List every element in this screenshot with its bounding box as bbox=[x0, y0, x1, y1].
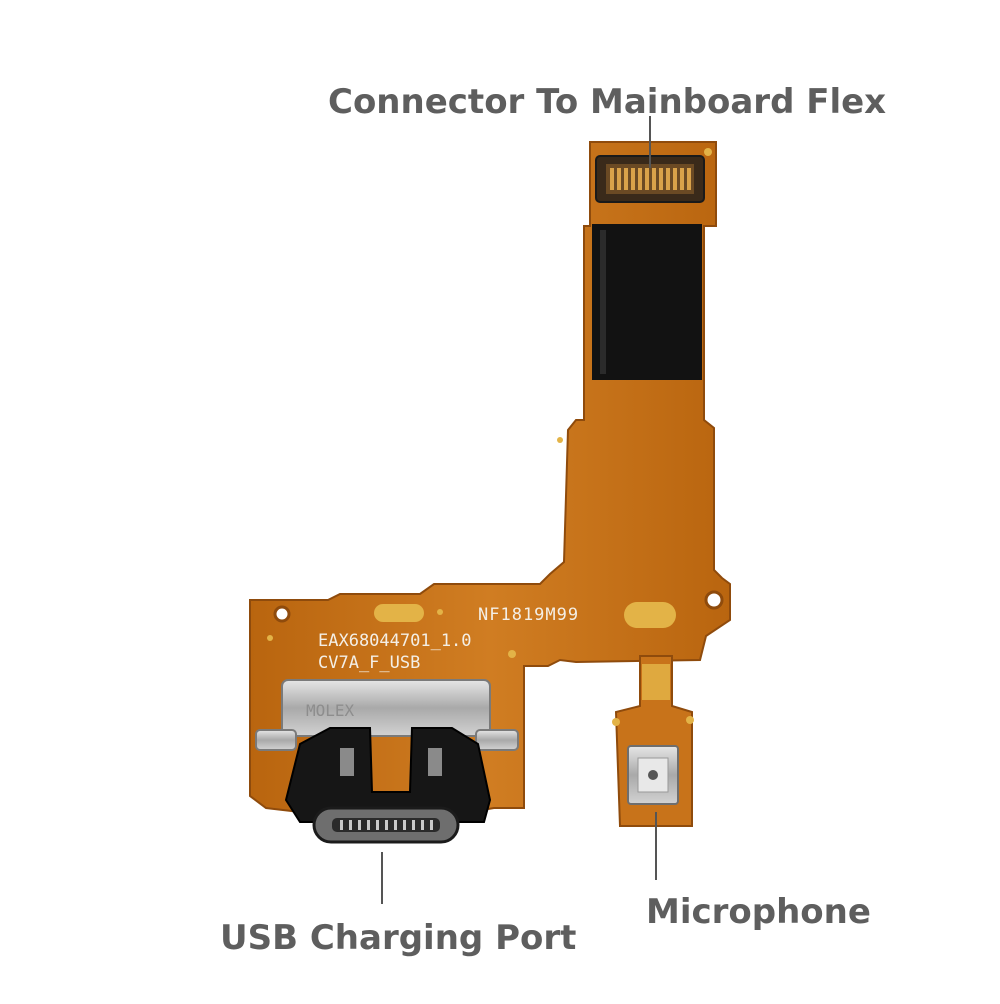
black-shield-section bbox=[592, 224, 702, 380]
part-number-text: EAX68044701_1.0 bbox=[318, 631, 472, 651]
mounting-hole bbox=[704, 590, 724, 610]
port-stamp-text: MOLEX bbox=[306, 701, 355, 720]
gold-pad bbox=[624, 602, 676, 628]
usb-c-contacts bbox=[340, 820, 433, 830]
board-name-text: CV7A_F_USB bbox=[318, 653, 420, 673]
usb-port-tab-left bbox=[255, 729, 297, 751]
mounting-hole bbox=[273, 605, 291, 623]
usb-port-tab-right bbox=[475, 729, 519, 751]
connector-callout-label: Connector To Mainboard Flex bbox=[328, 82, 887, 122]
usb-port-window bbox=[428, 748, 442, 776]
connector-via bbox=[704, 148, 712, 156]
usb-port-callout-label: USB Charging Port bbox=[220, 918, 577, 958]
via-dots bbox=[267, 437, 694, 726]
microphone-port-hole bbox=[648, 770, 658, 780]
gold-pad bbox=[374, 604, 424, 622]
board-connector-pins bbox=[610, 168, 691, 190]
batch-code-text: NF1819M99 bbox=[478, 605, 579, 625]
usb-port-housing bbox=[281, 679, 491, 737]
usb-port-window bbox=[340, 748, 354, 776]
microphone-callout-label: Microphone bbox=[646, 892, 871, 932]
microphone-tail-contact bbox=[642, 664, 670, 700]
shield-highlight bbox=[600, 230, 606, 374]
